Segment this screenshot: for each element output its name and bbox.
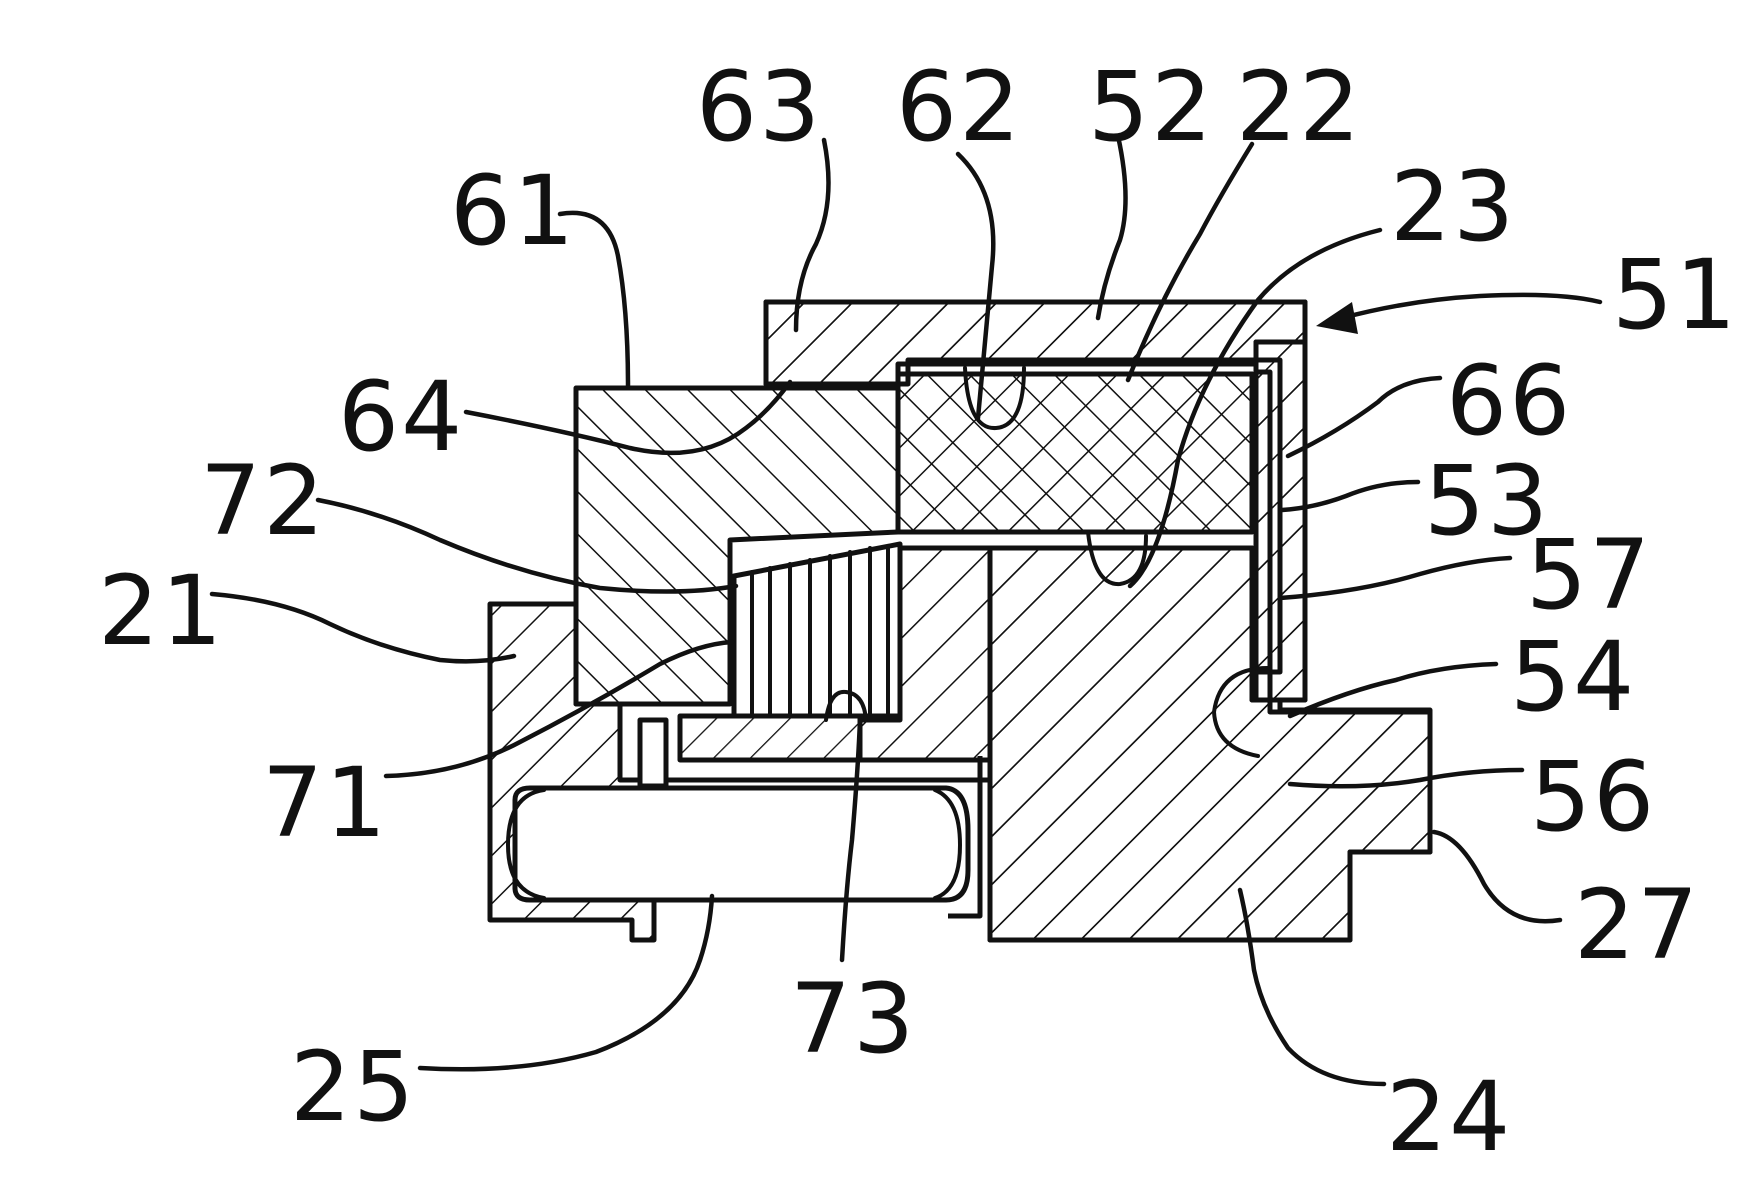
label-63: 63 [696, 51, 822, 163]
slotted-ring-71 [734, 544, 900, 716]
cap-right-wall [1256, 342, 1305, 700]
label-27: 27 [1574, 869, 1700, 981]
label-64: 64 [338, 361, 464, 473]
label-56: 56 [1530, 741, 1656, 853]
label-54: 54 [1510, 621, 1636, 733]
label-71: 71 [262, 747, 388, 859]
leader-57 [1280, 558, 1510, 598]
leader-21 [212, 594, 514, 661]
label-72: 72 [200, 445, 326, 557]
label-66: 66 [1446, 345, 1572, 457]
label-24: 24 [1386, 1061, 1512, 1173]
leader-51 [1342, 295, 1600, 318]
label-62: 62 [896, 51, 1022, 163]
label-22: 22 [1236, 51, 1362, 163]
label-52: 52 [1088, 51, 1214, 163]
label-23: 23 [1390, 151, 1516, 263]
arrow-51-head [1316, 302, 1358, 334]
leader-52 [1098, 136, 1126, 318]
leader-66 [1288, 378, 1440, 456]
pin-post [640, 720, 666, 786]
shaft-25 [515, 788, 968, 900]
label-21: 21 [98, 555, 224, 667]
label-51: 51 [1612, 239, 1738, 351]
label-61: 61 [450, 155, 576, 267]
label-25: 25 [290, 1031, 416, 1143]
label-57: 57 [1526, 519, 1652, 631]
label-73: 73 [790, 963, 916, 1075]
